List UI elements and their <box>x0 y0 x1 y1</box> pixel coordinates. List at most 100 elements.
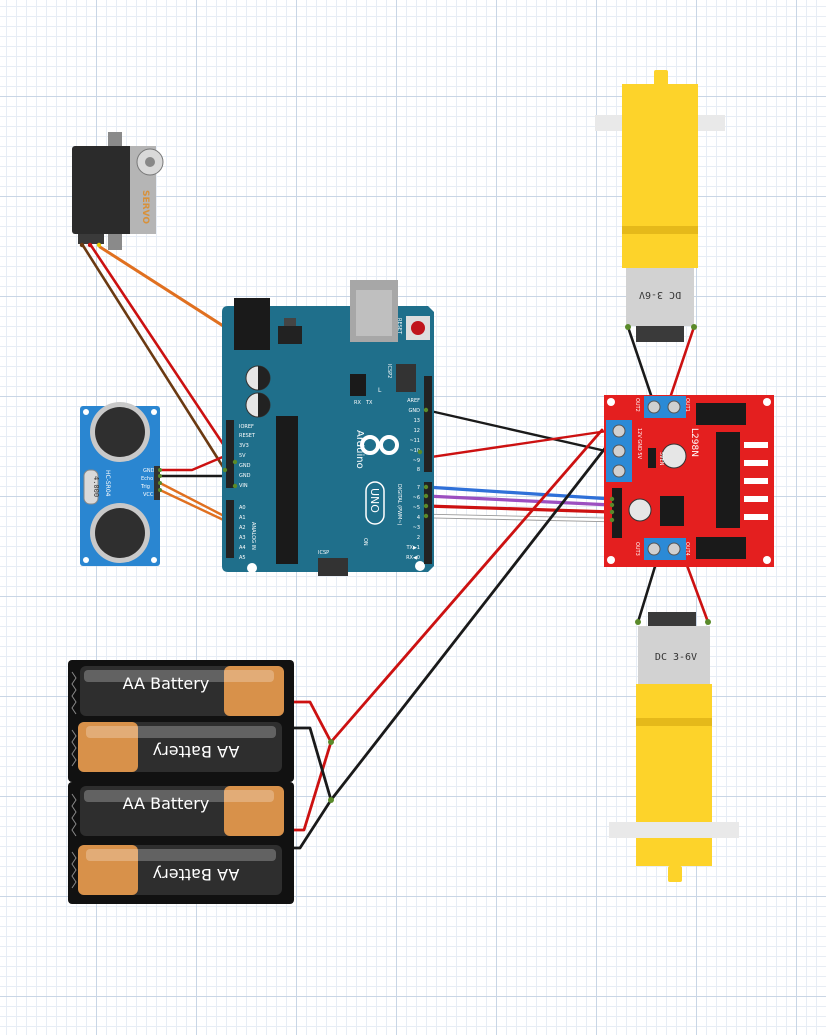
pin-label: A1 <box>239 515 246 521</box>
input-header <box>612 488 622 538</box>
driver-mount-hole <box>763 556 771 564</box>
pin-label: 7 <box>417 485 420 491</box>
motor-terminal <box>691 324 697 330</box>
pin-markers <box>158 407 615 523</box>
driver-capacitor <box>661 443 687 469</box>
usb-chip <box>350 374 366 396</box>
battery-label: AA Battery <box>153 865 240 884</box>
pin-label: 13 <box>414 418 420 424</box>
dc-motor-top: DC 3-6V <box>595 70 725 342</box>
transducer-top-mesh <box>95 407 145 457</box>
motor-terminal <box>705 619 711 625</box>
wire-gnd-driver <box>424 408 612 454</box>
wire-junction <box>328 739 334 745</box>
digital-label: DIGITAL (PWM~) <box>396 484 402 526</box>
battery-spring <box>71 793 77 837</box>
terminal-screw <box>667 400 681 414</box>
servo-horn-center <box>145 157 155 167</box>
servo-label: SERVO <box>140 190 150 224</box>
wire-sensor-vcc <box>158 454 227 472</box>
motor-endcap <box>636 326 684 342</box>
arduino-model: UNO <box>368 488 381 513</box>
power-pin-labels: IOREF RESET 3V3 5V GND GND VIN <box>239 424 256 489</box>
out4-label: OUT4 <box>684 542 690 556</box>
servo-pin <box>79 242 85 248</box>
sensor-pin-label: VCC <box>143 492 154 498</box>
arduino-board <box>222 306 434 572</box>
wire-battery-positive <box>329 428 604 744</box>
crystal-label: 4.000 <box>92 476 100 497</box>
crystal-oscillator <box>83 469 99 505</box>
wire-servo-vcc <box>88 242 237 464</box>
motor-endcap <box>648 612 696 628</box>
on-label: ON <box>362 538 368 546</box>
heatsink-top <box>696 403 746 425</box>
enable-label: 5VEN <box>658 452 664 466</box>
wire-servo-gnd <box>80 242 227 472</box>
power-terminal-label: 12V GND 5V <box>636 428 642 460</box>
reset-button[interactable] <box>411 321 425 335</box>
battery-pack-top: AA Battery AA Battery <box>68 660 294 782</box>
transducer-bottom-mesh <box>95 508 145 558</box>
arduino-uno: RESET ICSP2 L TX RX Arduino UNO ON ICSP … <box>222 280 434 576</box>
wire-sensor-echo <box>158 488 234 526</box>
sensor-hole <box>83 409 89 415</box>
wire-motor1-black <box>626 325 654 400</box>
dc-motor-bottom: DC 3-6V <box>609 612 739 882</box>
pin-label: ~6 <box>413 495 420 501</box>
pin-label: 2 <box>417 535 420 541</box>
uno-badge <box>365 481 385 525</box>
heatsink-fins <box>744 442 768 520</box>
sensor-hole <box>151 557 157 563</box>
terminal-screw <box>612 424 626 438</box>
pin-label: RX◀0 <box>406 555 420 561</box>
battery-spring <box>71 729 77 767</box>
servo-motor: SERVO <box>72 132 164 250</box>
arduino-mount-hole <box>415 561 425 571</box>
heatsink-bottom <box>696 537 746 559</box>
out1-label: OUT1 <box>684 398 690 412</box>
wire-d6 <box>424 494 614 507</box>
pin-label: GND <box>239 463 251 469</box>
sensor-hole <box>151 409 157 415</box>
pin-label: AREF <box>407 398 420 404</box>
digital-top-labels: AREF GND 13 12 ~11 ~10 ~9 8 <box>407 398 420 473</box>
driver-chip-label: L298N <box>689 428 699 457</box>
driver-mount-hole <box>607 398 615 406</box>
pin-label: A2 <box>239 525 246 531</box>
wire-motor2-red <box>683 558 710 624</box>
digital-bottom-labels: 7 ~6 ~5 4 ~3 2 TX▶1 RX◀0 <box>405 485 420 561</box>
pin-label: IOREF <box>239 424 254 430</box>
pin-label: 12 <box>414 428 420 434</box>
sensor-pin-label: Echo <box>141 476 153 482</box>
digital-header-bottom <box>424 482 432 564</box>
pin-label: 5V <box>239 453 246 459</box>
wire-battery-negative <box>329 445 608 802</box>
driver-mount-hole <box>607 556 615 564</box>
pin-label: ~10 <box>409 448 420 454</box>
wires <box>80 242 710 850</box>
terminal-screw <box>667 542 681 556</box>
icsp2-header <box>396 364 416 392</box>
motor-shaft <box>668 866 682 882</box>
terminal-screw <box>612 444 626 458</box>
driver-mount-hole <box>763 398 771 406</box>
arduino-brand: Arduino <box>354 430 365 469</box>
wire-sensor-trig <box>158 481 230 520</box>
capacitor-mark <box>258 393 270 417</box>
motor-label: DC 3-6V <box>655 652 697 663</box>
led-rx-label: RX <box>354 400 361 406</box>
enable-jumper <box>648 448 656 468</box>
battery-cell: AA Battery <box>78 845 282 895</box>
motor-gearbox-shade <box>622 226 698 234</box>
pin-label: A5 <box>239 555 246 561</box>
analog-header <box>226 500 234 558</box>
terminal-screw <box>647 400 661 414</box>
icsp-label: ICSP <box>318 550 329 556</box>
motor-gearbox <box>636 684 712 866</box>
pin-label: ~3 <box>413 525 420 531</box>
wire-d7 <box>424 485 614 501</box>
pin-label: 8 <box>417 467 420 473</box>
sensor-model: HC-SR04 <box>104 470 111 497</box>
pin-label: A3 <box>239 535 246 541</box>
